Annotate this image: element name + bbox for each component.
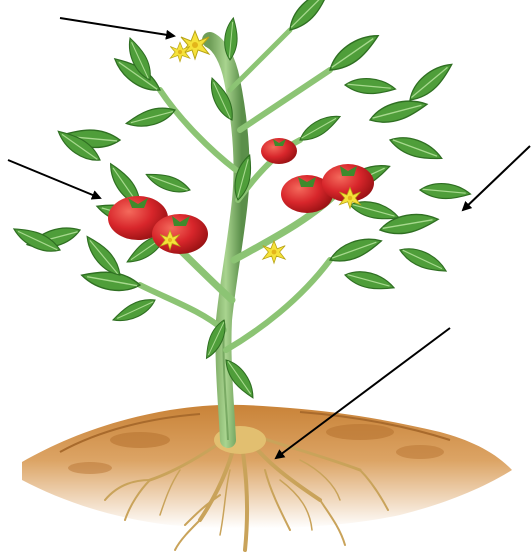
leaf-cluster-left [11,35,192,325]
tomato-icon [152,214,208,254]
soil-mound [22,405,512,529]
arrow-to-leaf [463,146,530,210]
tomato-icon [261,138,297,164]
tomato-cluster-left [108,196,208,254]
flower-top [170,31,209,62]
arrow-to-flower [60,18,174,36]
arrow-to-fruit [8,160,100,198]
leaf-cluster-right [283,0,472,297]
